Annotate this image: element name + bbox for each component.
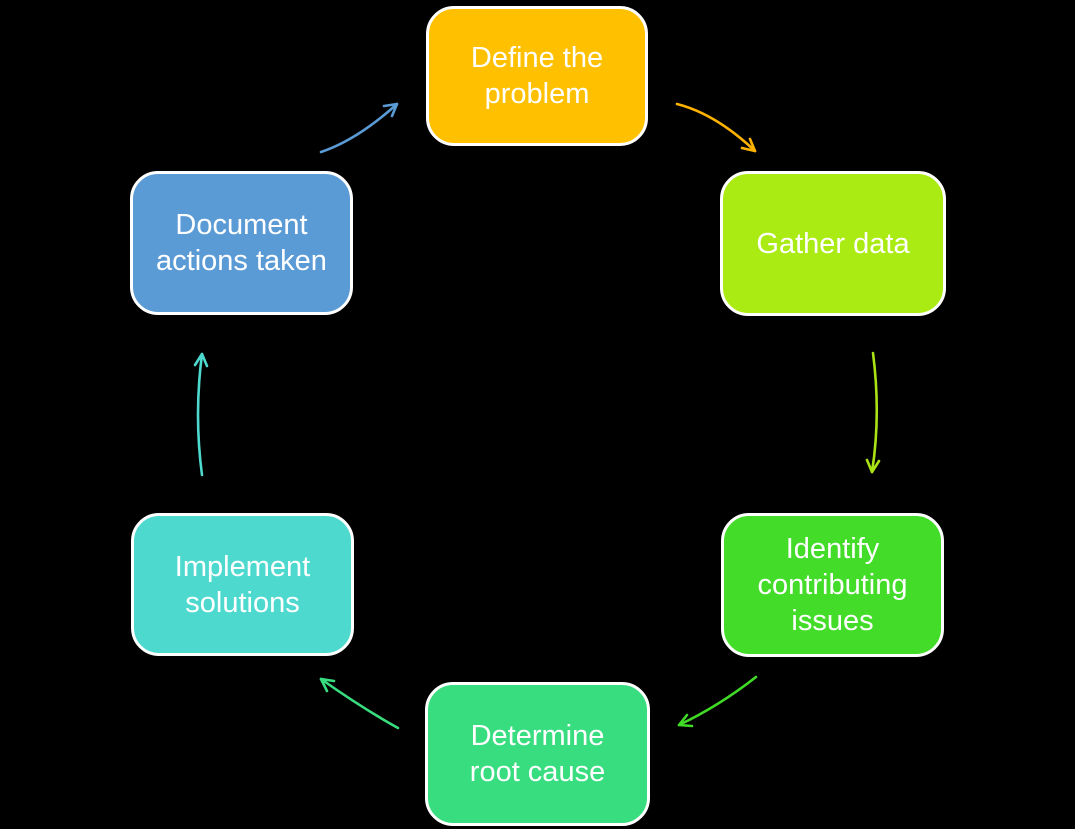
arrow-curve [675,102,757,153]
arrow-implement-to-document [193,352,209,477]
arrow-identify-to-determine [677,675,758,728]
arrow-curve [196,352,204,477]
node-define-the-problem: Define the problem [426,6,648,146]
node-gather-data: Gather data [720,171,946,316]
arrowhead-icon [865,458,881,474]
node-determine-root-cause: Determine root cause [425,682,650,826]
arrowhead-icon [677,713,694,728]
arrow-curve [319,102,399,154]
node-identify-contributing-issues: Identify contributing issues [721,513,944,657]
arrow-define-to-gather [675,102,757,153]
arrow-gather-to-identify [865,351,881,474]
arrowhead-icon [193,352,209,368]
node-label: Determine root cause [469,720,606,788]
node-label: Identify contributing issues [757,533,908,637]
arrow-determine-to-implement [319,677,400,730]
arrow-document-to-define [319,102,399,154]
node-label: Document actions taken [156,209,327,277]
node-label: Define the problem [470,42,604,110]
arrowhead-icon [319,677,336,693]
node-implement-solutions: Implement solutions [131,513,354,656]
node-document-actions-taken: Document actions taken [130,171,353,315]
arrowhead-icon [740,137,757,153]
arrowhead-icon [382,102,399,118]
arrow-curve [677,675,758,727]
arrow-curve [319,677,400,730]
arrow-curve [870,351,879,474]
node-label: Gather data [756,227,910,260]
node-label: Implement solutions [174,550,311,619]
